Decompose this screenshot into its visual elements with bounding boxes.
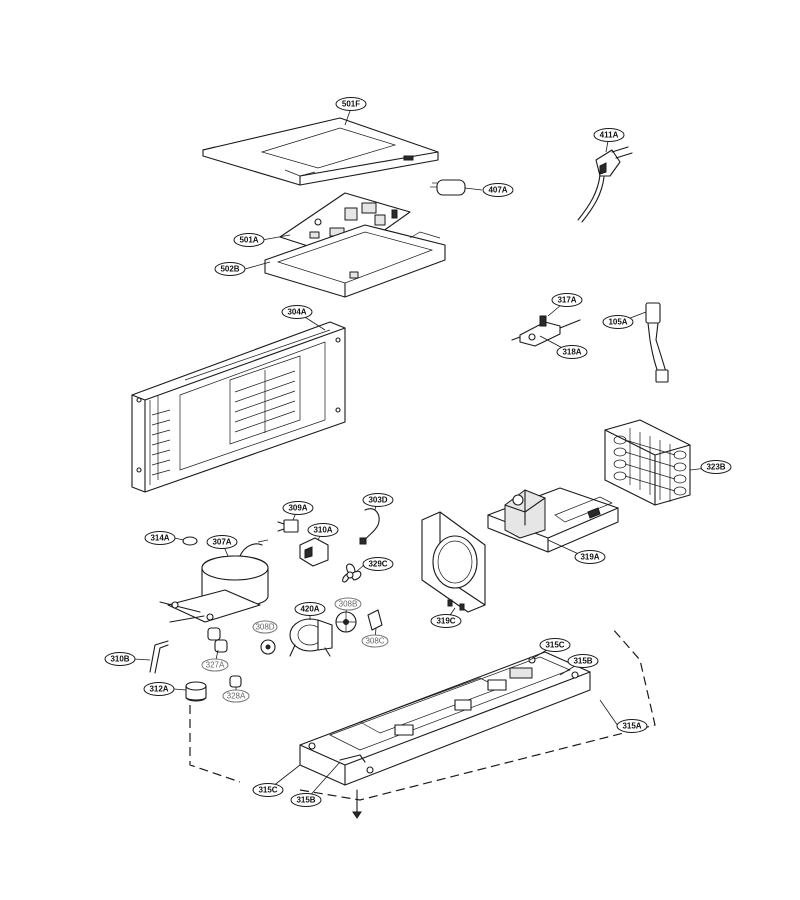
- tag-315B-top: 315B: [567, 654, 599, 668]
- svg-text:319C: 319C: [436, 617, 455, 626]
- grommet-part: [207, 627, 242, 688]
- tag-315C-top: 315C: [539, 638, 571, 652]
- svg-text:310A: 310A: [313, 526, 332, 535]
- fan-blade-part: [335, 611, 357, 633]
- svg-text:307A: 307A: [212, 538, 231, 547]
- svg-text:327A: 327A: [206, 661, 225, 670]
- tag-319C: 319C: [430, 614, 462, 628]
- tag-308C: 308C: [361, 634, 389, 648]
- rubber-foot-part: [185, 681, 207, 702]
- condenser-part: [604, 419, 691, 506]
- tag-315C-bottom: 315C: [252, 783, 284, 797]
- svg-text:308D: 308D: [255, 623, 274, 632]
- power-cord-part: [577, 146, 633, 223]
- svg-text:329C: 329C: [368, 560, 387, 569]
- svg-text:501A: 501A: [239, 236, 258, 245]
- tag-319A: 319A: [574, 550, 606, 564]
- svg-text:319A: 319A: [580, 553, 599, 562]
- svg-text:308C: 308C: [365, 637, 384, 646]
- svg-text:315B: 315B: [573, 657, 592, 666]
- tag-308D: 308D: [252, 620, 278, 634]
- tag-318A: 318A: [556, 345, 588, 359]
- svg-text:407A: 407A: [488, 186, 507, 195]
- tag-314A: 314A: [144, 531, 176, 545]
- board-case-part: [264, 224, 446, 298]
- svg-text:309A: 309A: [288, 504, 307, 513]
- tag-315B-bottom: 315B: [290, 793, 322, 807]
- tag-303D: 303D: [362, 493, 394, 507]
- svg-text:315B: 315B: [296, 796, 315, 805]
- svg-text:315A: 315A: [622, 722, 641, 731]
- base-plate-part: [299, 651, 591, 786]
- tag-323B: 323B: [700, 460, 732, 474]
- front-panel-part: [131, 321, 346, 493]
- tag-315A: 315A: [616, 719, 648, 733]
- svg-text:420A: 420A: [300, 605, 319, 614]
- tag-307A: 307A: [206, 535, 238, 549]
- svg-text:328A: 328A: [227, 692, 246, 701]
- svg-text:312A: 312A: [149, 685, 168, 694]
- svg-text:315C: 315C: [545, 641, 564, 650]
- compressor-part: [159, 539, 269, 623]
- svg-text:315C: 315C: [258, 786, 277, 795]
- top-cover-part: [202, 117, 439, 186]
- tag-502B: 502B: [214, 262, 246, 276]
- tag-304A: 304A: [281, 305, 313, 319]
- tag-312A: 312A: [143, 682, 175, 696]
- capacitor-part: [430, 179, 466, 196]
- assembly-boundary: [189, 627, 656, 801]
- tag-329C: 329C: [362, 557, 394, 571]
- svg-text:323B: 323B: [706, 463, 725, 472]
- elbow-fitting-part: [149, 640, 169, 673]
- motor-pulley-part: [260, 639, 276, 655]
- tag-501A: 501A: [233, 233, 265, 247]
- svg-text:308B: 308B: [339, 600, 358, 609]
- svg-text:502B: 502B: [220, 265, 239, 274]
- svg-text:314A: 314A: [150, 534, 169, 543]
- svg-text:501F: 501F: [342, 100, 360, 109]
- tag-407A: 407A: [482, 183, 514, 197]
- tag-308B: 308B: [334, 597, 362, 611]
- fan-hub-part: [367, 609, 383, 631]
- tag-309A: 309A: [282, 501, 314, 515]
- tag-105A: 105A: [602, 315, 634, 329]
- fan-motor-part: [289, 618, 333, 657]
- svg-text:411A: 411A: [600, 131, 619, 140]
- water-tank-part: [487, 487, 619, 553]
- tag-327A: 327A: [201, 658, 229, 672]
- tag-501F: 501F: [335, 97, 367, 111]
- svg-text:317A: 317A: [557, 296, 576, 305]
- tag-310A: 310A: [307, 523, 339, 537]
- svg-text:303D: 303D: [368, 496, 387, 505]
- tag-411A: 411A: [593, 128, 625, 142]
- svg-text:105A: 105A: [608, 318, 627, 327]
- fan-shroud-part: [421, 511, 486, 613]
- tag-310B: 310B: [104, 652, 136, 666]
- tag-420A: 420A: [294, 602, 326, 616]
- tag-317A: 317A: [551, 293, 583, 307]
- float-switch-part: [511, 315, 581, 347]
- svg-text:304A: 304A: [287, 308, 306, 317]
- svg-text:310B: 310B: [110, 655, 129, 664]
- clamp-ring-part: [182, 536, 198, 546]
- inlet-hose-part: [645, 302, 669, 383]
- svg-text:318A: 318A: [562, 348, 581, 357]
- tag-328A: 328A: [222, 689, 250, 703]
- small-parts-group: [277, 508, 380, 583]
